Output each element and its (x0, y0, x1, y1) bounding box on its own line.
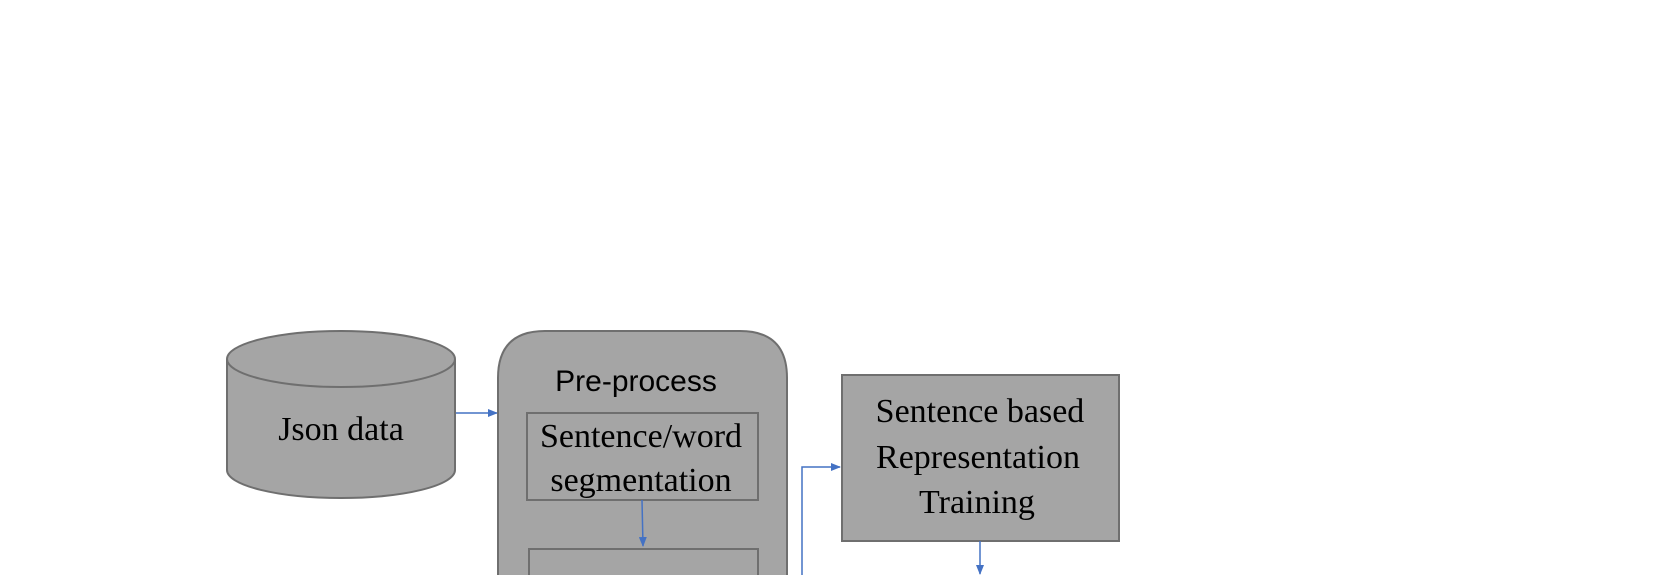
sentence-representation-line3: Training (919, 484, 1035, 521)
json-data-cylinder-top (226, 330, 456, 388)
sentence-representation-box (841, 374, 1120, 542)
preprocess-title: Pre-process (555, 365, 717, 398)
segmentation-label-line2: segmentation (550, 462, 731, 499)
arrow-segmentation-to-next-step (638, 499, 647, 547)
preprocess-node: Pre-process Sentence/word segmentation (497, 330, 788, 575)
arrow-into-sentence-representation (801, 463, 841, 575)
sentence-representation-node: Sentence based Representation Training (841, 374, 1120, 542)
sentence-representation-line1: Sentence based (876, 393, 1085, 430)
segmentation-label-line1: Sentence/word (540, 418, 742, 455)
next-step-box (528, 548, 759, 575)
segmentation-step-box (526, 412, 759, 501)
sentence-representation-line2: Representation (876, 439, 1080, 476)
json-data-label: Json data (278, 411, 404, 448)
json-data-cylinder-body (226, 359, 456, 499)
json-data-node: Json data (226, 330, 456, 499)
